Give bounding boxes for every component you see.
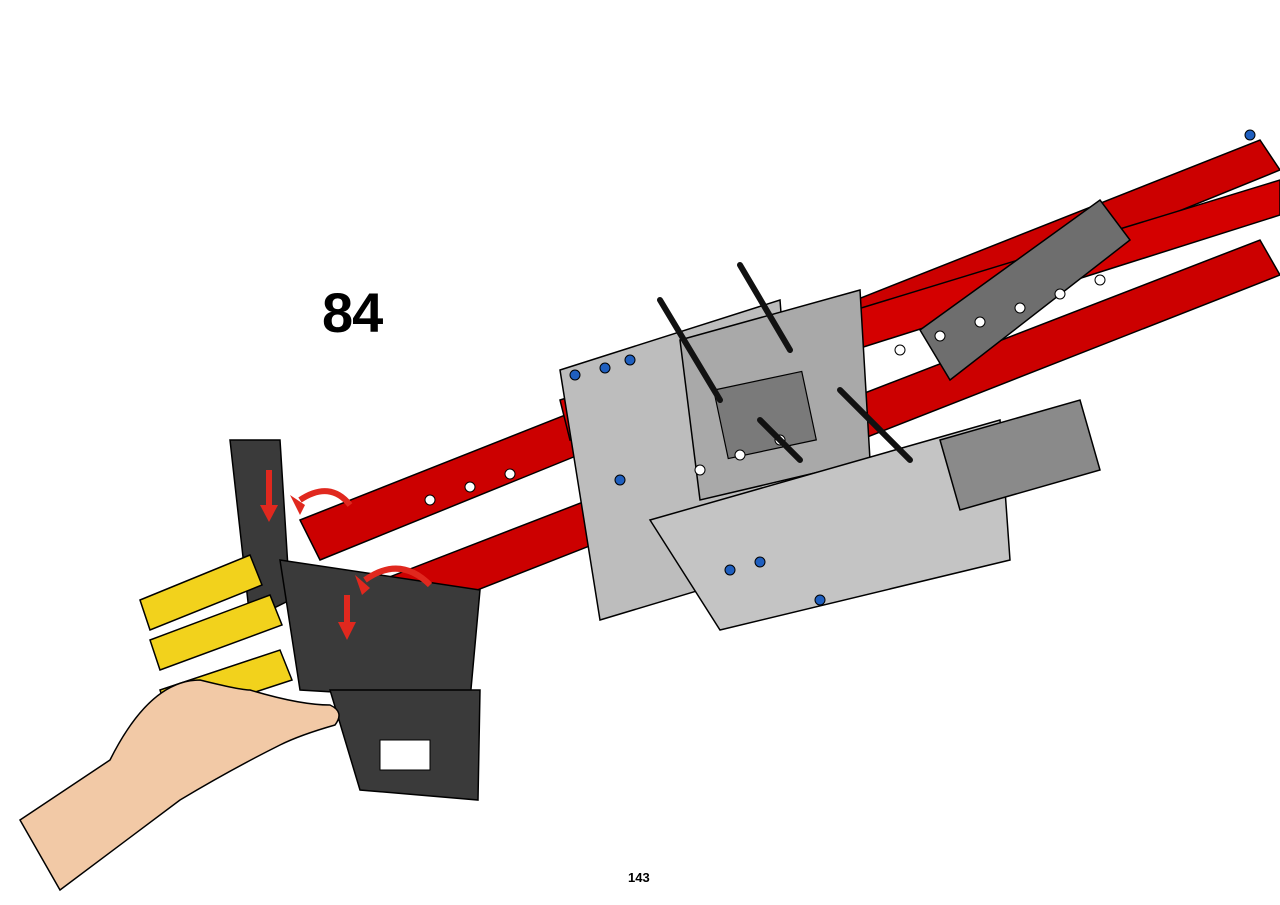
- rotate-arrow-icon: [290, 488, 353, 515]
- push-down-arrow-icon: [260, 470, 278, 522]
- hand-icon: [19, 679, 340, 892]
- page-number: 143: [628, 870, 650, 885]
- gray-frame-lower: [648, 419, 1011, 631]
- rotate-arrow-icon: [355, 565, 433, 595]
- dark-front-frame: [229, 439, 481, 801]
- motor-cylinder: [919, 198, 1132, 511]
- blue-pins: [569, 129, 1256, 606]
- step-number: 84: [322, 281, 383, 344]
- gray-frame-center: [679, 289, 871, 501]
- axles: [657, 262, 913, 463]
- push-down-arrow-icon: [338, 595, 356, 640]
